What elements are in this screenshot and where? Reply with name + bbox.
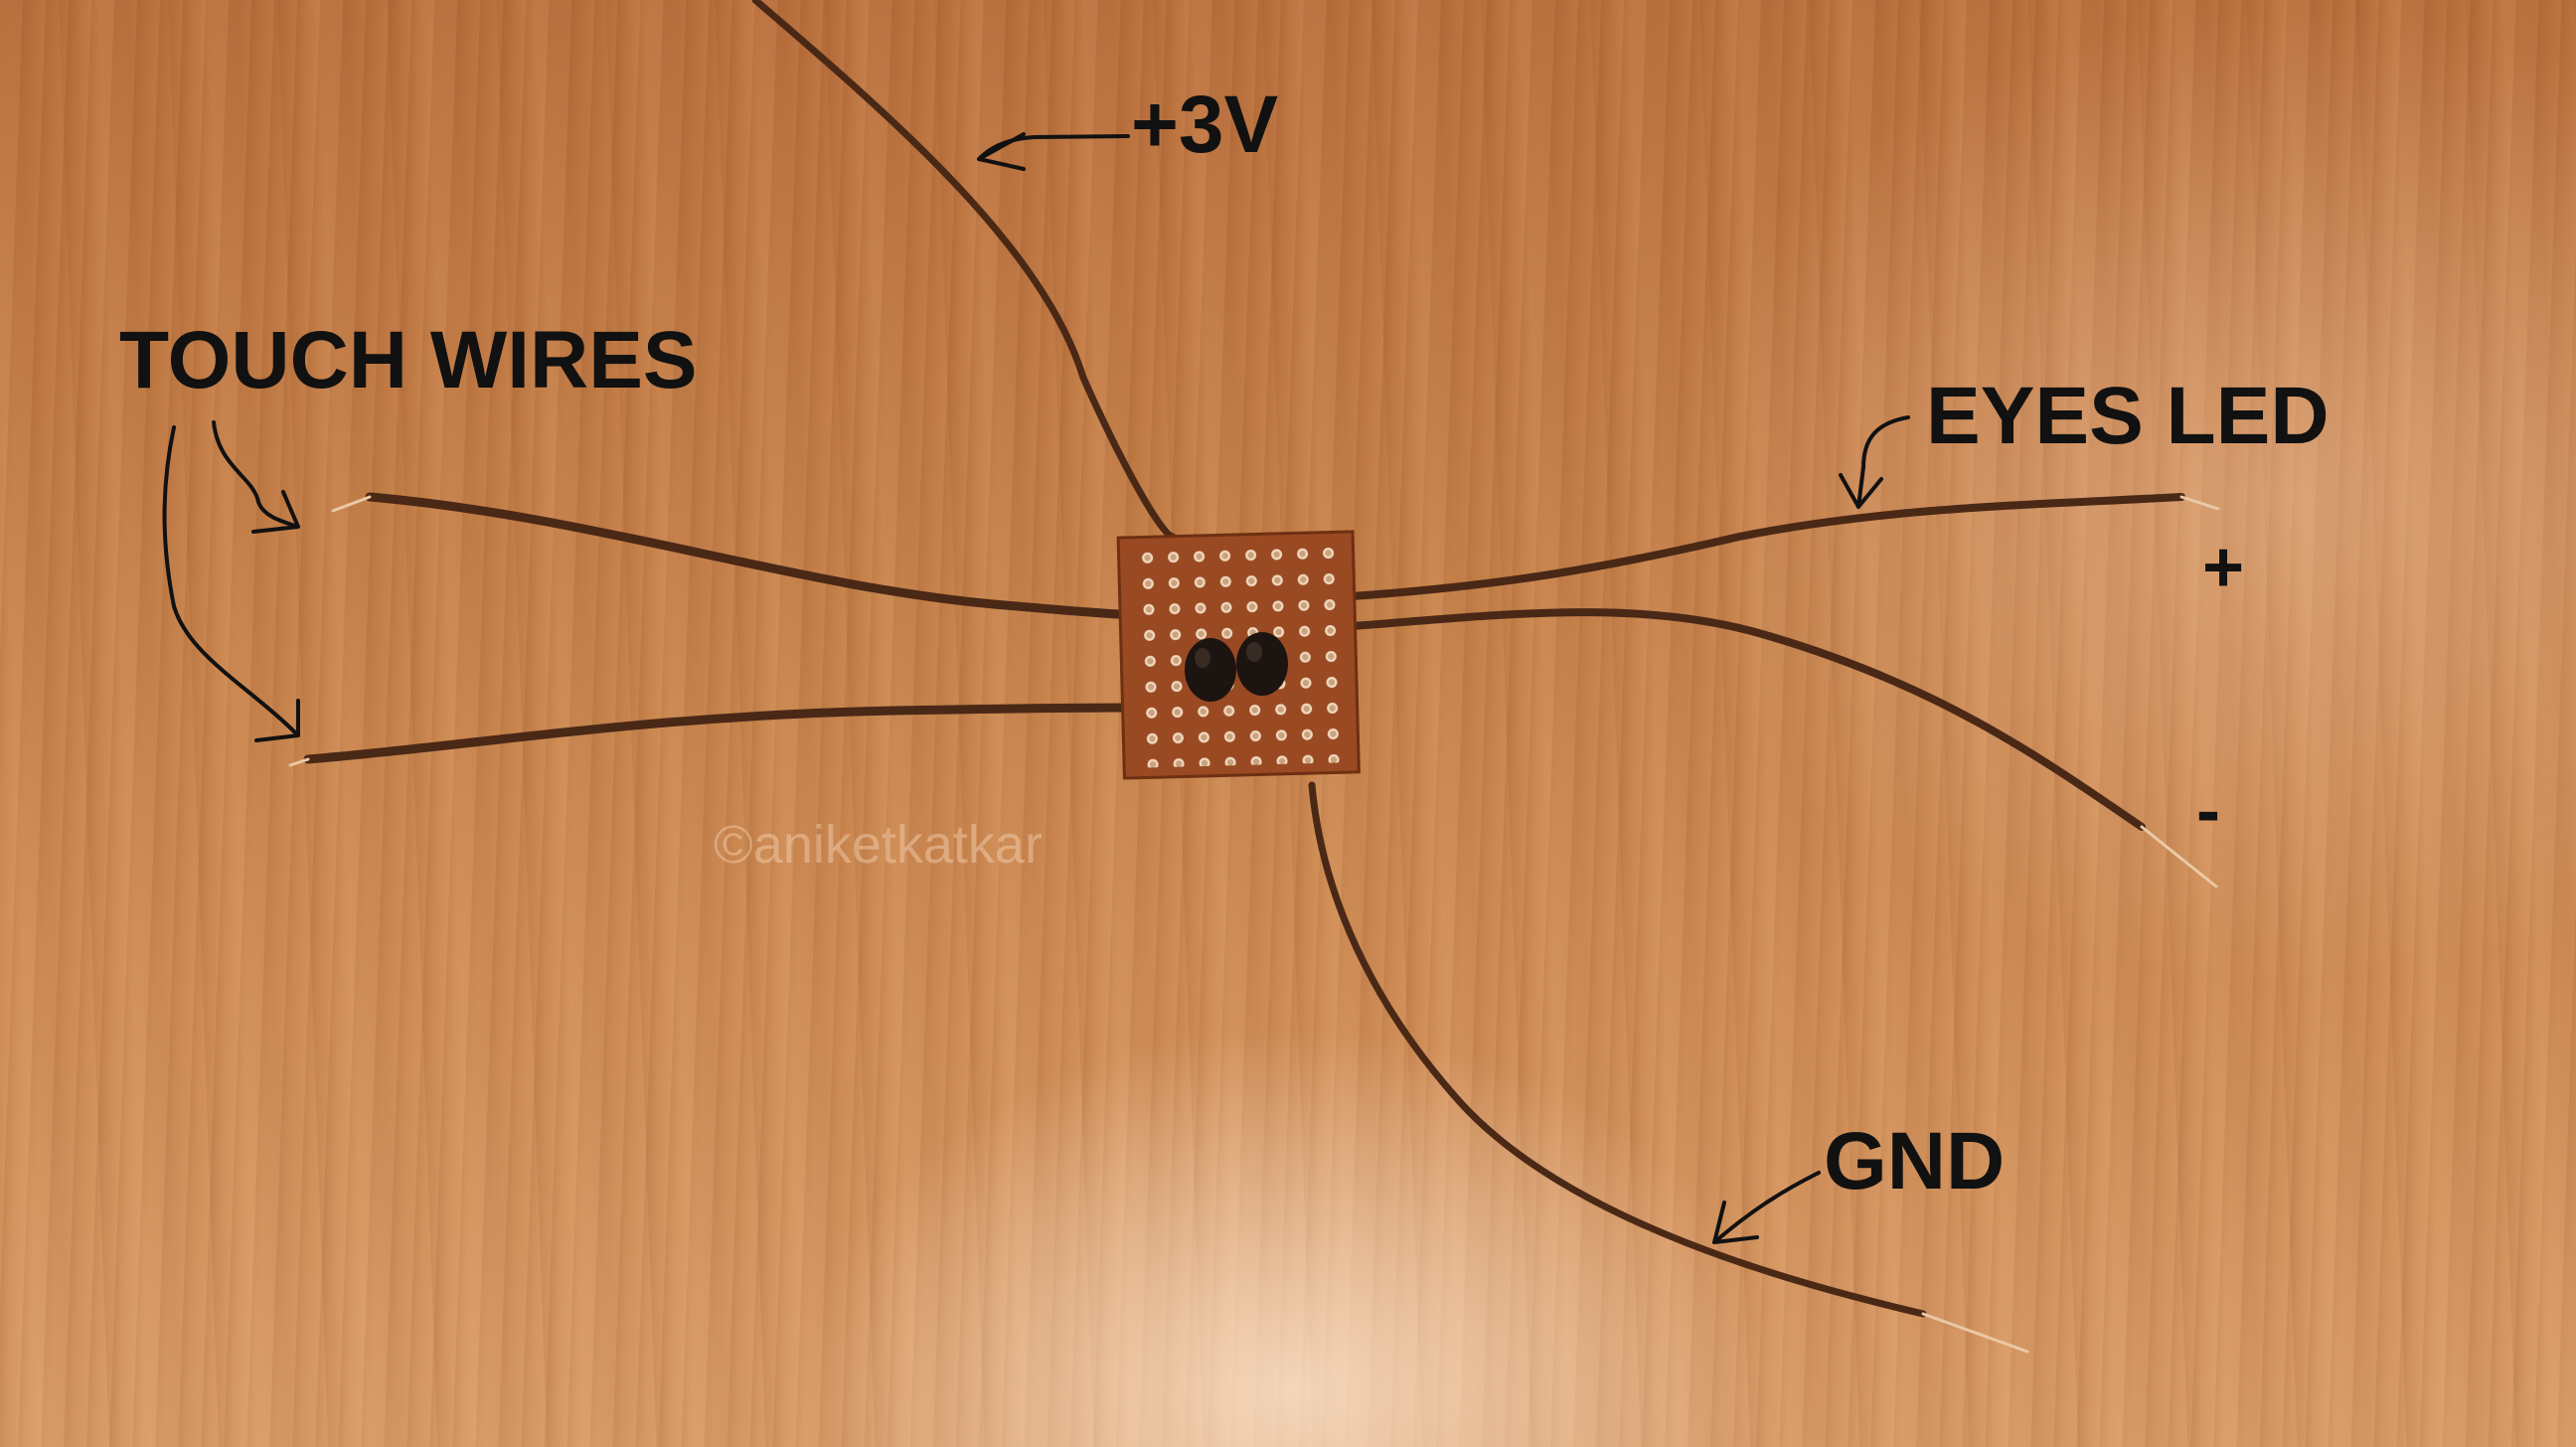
wire-plus-3v <box>751 0 1177 541</box>
label-eyes-led: EYES LED <box>1926 371 2330 461</box>
label-plus: + <box>2202 528 2245 607</box>
arrow-gnd <box>1712 1171 1821 1244</box>
label-touch-wires: TOUCH WIRES <box>119 315 698 405</box>
arrow-eyes-led <box>1839 415 1910 509</box>
transistors <box>1185 632 1288 702</box>
wire-eyes-minus <box>1348 608 2146 831</box>
label-minus: - <box>2196 771 2220 851</box>
label-plus-3v: +3V <box>1131 80 1279 170</box>
arrow-touch-bottom <box>162 425 300 742</box>
wire-touch-bottom <box>303 703 1178 764</box>
label-gnd: GND <box>1824 1116 2006 1206</box>
arrow-touch-top <box>212 420 300 534</box>
wire-eyes-plus <box>1348 493 2185 600</box>
wire-gnd <box>1308 781 1927 1318</box>
wire-touch-top <box>365 492 1173 621</box>
arrow-plus-3v <box>977 132 1130 171</box>
watermark: ©aniketkatkar <box>714 815 1043 875</box>
